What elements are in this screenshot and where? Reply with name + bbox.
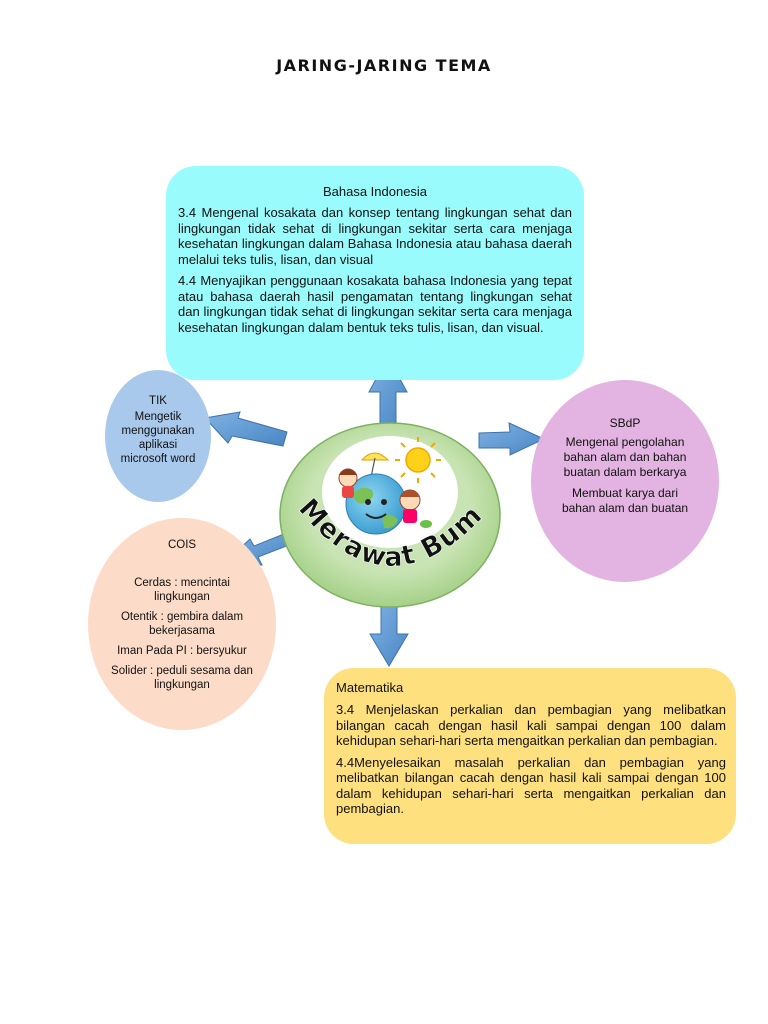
- center-illustration: Merawat Bumi: [273, 396, 501, 608]
- bahasa-indonesia-heading: Bahasa Indonesia: [322, 184, 428, 199]
- bahasa-indonesia-box: Bahasa Indonesia 3.4 Mengenal kosakata d…: [166, 166, 584, 380]
- tik-ellipse: TIK Mengetik menggunakan aplikasi micros…: [105, 370, 211, 502]
- sbdp-item: Mengenal pengolahan bahan alam dan bahan…: [563, 435, 687, 479]
- matematika-point-4-4: 4.4Menyelesaikan masalah perkalian dan p…: [336, 754, 726, 817]
- sbdp-item: Membuat karya dari bahan alam dan buatan: [561, 486, 689, 515]
- arrow-to-tik: [204, 411, 288, 447]
- sbdp-ellipse: SBdP Mengenal pengolahan bahan alam dan …: [531, 380, 719, 582]
- matematika-box: Matematika 3.4 Menjelaskan perkalian dan…: [324, 668, 736, 844]
- tik-heading: TIK: [149, 395, 167, 407]
- cois-item: Otentik : gembira dalam bekerjasama: [120, 611, 244, 637]
- bahasa-indonesia-point-4-4: 4.4 Menyajikan penggunaan kosakata bahas…: [178, 273, 572, 335]
- center-theme: Merawat Bumi: [273, 396, 502, 610]
- cois-ellipse: COIS Cerdas : mencintai lingkungan Otent…: [88, 518, 276, 730]
- bahasa-indonesia-point-3-4: 3.4 Mengenal kosakata dan konsep tentang…: [178, 205, 572, 267]
- tik-text: Mengetik menggunakan aplikasi microsoft …: [120, 411, 196, 465]
- cois-item: Iman Pada PI : bersyukur: [117, 645, 247, 657]
- arrow-down-matematika: [369, 603, 409, 667]
- cois-item: Solider : peduli sesama dan lingkungan: [111, 665, 253, 691]
- cois-item: Cerdas : mencintai lingkungan: [134, 577, 230, 603]
- cois-heading: COIS: [167, 539, 197, 551]
- child-right-icon: [399, 489, 432, 528]
- arrow-to-sbdp: [478, 422, 546, 456]
- matematika-heading: Matematika: [336, 680, 404, 695]
- matematika-point-3-4: 3.4 Menjelaskan perkalian dan pembagian …: [336, 702, 726, 748]
- page-title: JARING-JARING TEMA: [276, 56, 492, 75]
- child-left-icon: [338, 468, 358, 498]
- globe-icon: [345, 473, 407, 535]
- sun-icon: [395, 437, 441, 483]
- sbdp-heading: SBdP: [609, 416, 641, 430]
